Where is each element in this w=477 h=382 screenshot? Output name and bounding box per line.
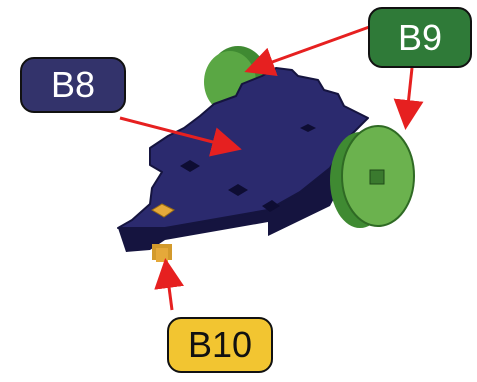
axle-square: [369, 169, 385, 185]
chassis-plate: [117, 67, 369, 229]
caster-mount: [151, 203, 175, 218]
chassis-side: [118, 136, 360, 252]
label-b10: B10: [167, 317, 273, 373]
arrow-b8: [119, 116, 242, 157]
label-b8: B8: [20, 57, 126, 113]
arrow-b9-front: [393, 67, 424, 130]
arrow-b10: [154, 258, 184, 311]
caster: [152, 244, 172, 262]
arrow-b9-rear: [244, 24, 373, 76]
front-wheel: [330, 125, 415, 228]
chassis-holes: [180, 124, 316, 212]
label-b9: B9: [368, 7, 472, 68]
